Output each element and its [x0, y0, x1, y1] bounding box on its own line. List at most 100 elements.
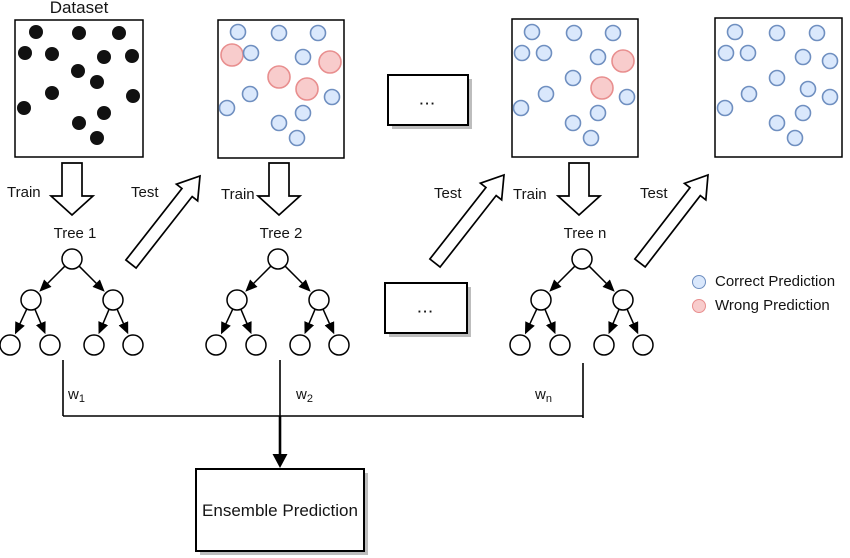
tree-n-edge	[524, 308, 538, 335]
weight-1-sub: 1	[78, 393, 85, 405]
dataset-round-n-correct-point	[513, 44, 531, 62]
tree-1-edge	[39, 265, 66, 292]
test-arrow-1	[124, 174, 201, 270]
dataset-final-correct-point	[768, 114, 786, 132]
dataset-original-point	[45, 86, 59, 100]
tree-1-label: Tree 1	[53, 225, 97, 242]
tree-2-node	[308, 289, 330, 311]
tree-2-node	[205, 334, 227, 356]
tree-2-node	[328, 334, 350, 356]
dataset-final-correct-point	[740, 85, 758, 103]
tree-2-label: Tree 2	[259, 225, 303, 242]
dataset-final-correct-point	[799, 80, 817, 98]
legend: Correct Prediction Wrong Prediction	[692, 273, 835, 314]
train-arrow-3	[555, 162, 603, 217]
tree-1-edge	[14, 308, 28, 335]
tree-n-node	[612, 289, 634, 311]
weight-1-base: w	[68, 386, 79, 403]
dataset-round-n-correct-point	[589, 48, 607, 66]
tree-1-node	[61, 248, 83, 270]
tree-n-node	[509, 334, 531, 356]
legend-correct-label: Correct Prediction	[715, 273, 836, 290]
tree-2-edge	[240, 308, 252, 335]
dataset-round-2-correct-point	[309, 24, 327, 42]
ellipsis-box-middle	[384, 282, 468, 334]
dataset-round-n-correct-point	[512, 99, 530, 117]
tree-n-node	[530, 289, 552, 311]
train-label-2: Train	[221, 186, 255, 203]
tree-2-node	[226, 289, 248, 311]
dataset-original-point	[90, 131, 104, 145]
dataset-round-n-frame	[511, 18, 639, 158]
dataset-round-2-correct-point	[242, 44, 260, 62]
ensemble-prediction-label: Ensemble Prediction	[202, 501, 358, 520]
tree-n-node	[632, 334, 654, 356]
dataset-original-point	[71, 64, 85, 78]
ensemble-arrow-head	[272, 454, 288, 468]
tree-2-edge	[245, 265, 272, 292]
legend-wrong-label: Wrong Prediction	[715, 297, 830, 314]
dataset-round-n-wrong-point	[611, 49, 635, 73]
tree-1-node	[83, 334, 105, 356]
dataset-original-point	[72, 116, 86, 130]
legend-item-correct: Correct Prediction	[692, 273, 835, 290]
dataset-round-2-correct-point	[294, 104, 312, 122]
weight-2-sub: 2	[306, 393, 313, 405]
dataset-round-2-correct-point	[270, 24, 288, 42]
legend-item-wrong: Wrong Prediction	[692, 297, 835, 314]
wrong-prediction-icon	[692, 298, 706, 313]
tree-1-node	[20, 289, 42, 311]
dataset-original-frame	[14, 19, 144, 158]
tree-2-edge	[220, 308, 234, 335]
test-label-3: Test	[640, 185, 668, 202]
ellipsis-box-top	[387, 74, 469, 126]
dataset-round-2-wrong-point	[318, 50, 342, 74]
weight-2-base: w	[296, 386, 307, 403]
dataset-round-n-correct-point	[537, 85, 555, 103]
tree-2-edge	[284, 265, 311, 292]
tree-1-node	[102, 289, 124, 311]
dataset-final-correct-point	[768, 69, 786, 87]
dataset-round-2-correct-point	[270, 114, 288, 132]
tree-n-edge	[549, 265, 576, 292]
dataset-round-n-correct-point	[564, 69, 582, 87]
ensemble-box	[195, 468, 365, 552]
dataset-original-point	[126, 89, 140, 103]
dataset-original-point	[17, 101, 31, 115]
dataset-title: Dataset	[49, 0, 109, 17]
dataset-final-correct-point	[768, 24, 786, 42]
dataset-round-n-wrong-point	[590, 76, 614, 100]
dataset-round-2-correct-point	[229, 23, 247, 41]
dataset-round-2-correct-point	[294, 48, 312, 66]
tree-n-label: Tree n	[563, 225, 607, 242]
dataset-round-n-correct-point	[565, 24, 583, 42]
dataset-original-point	[18, 46, 32, 60]
dataset-final-correct-point	[808, 24, 826, 42]
dataset-round-n-correct-point	[564, 114, 582, 132]
dataset-round-n-correct-point	[604, 24, 622, 42]
dataset-final-correct-point	[717, 44, 735, 62]
tree-1-edge	[116, 308, 129, 335]
tree-n-edge	[544, 308, 556, 335]
dataset-final-correct-point	[794, 104, 812, 122]
dataset-final-correct-point	[786, 129, 804, 147]
dataset-round-2-correct-point	[323, 88, 341, 106]
dataset-round-n-correct-point	[589, 104, 607, 122]
train-arrow-2	[255, 162, 303, 217]
dataset-round-n-correct-point	[523, 23, 541, 41]
dataset-original-point	[72, 26, 86, 40]
dataset-round-n-correct-point	[535, 44, 553, 62]
dataset-round-2-frame	[217, 19, 345, 159]
dataset-round-n-correct-point	[618, 88, 636, 106]
dataset-final-correct-point	[821, 52, 839, 70]
dataset-final-frame	[714, 17, 843, 158]
dataset-round-2-correct-point	[288, 129, 306, 147]
dataset-round-2-correct-point	[218, 99, 236, 117]
test-label-1: Test	[131, 184, 159, 201]
tree-n-edge	[626, 308, 639, 335]
dataset-round-2-wrong-point	[220, 43, 244, 67]
correct-prediction-icon	[692, 274, 706, 289]
weight-2-label: w2	[296, 386, 313, 405]
ellipsis-middle: ...	[417, 300, 435, 316]
